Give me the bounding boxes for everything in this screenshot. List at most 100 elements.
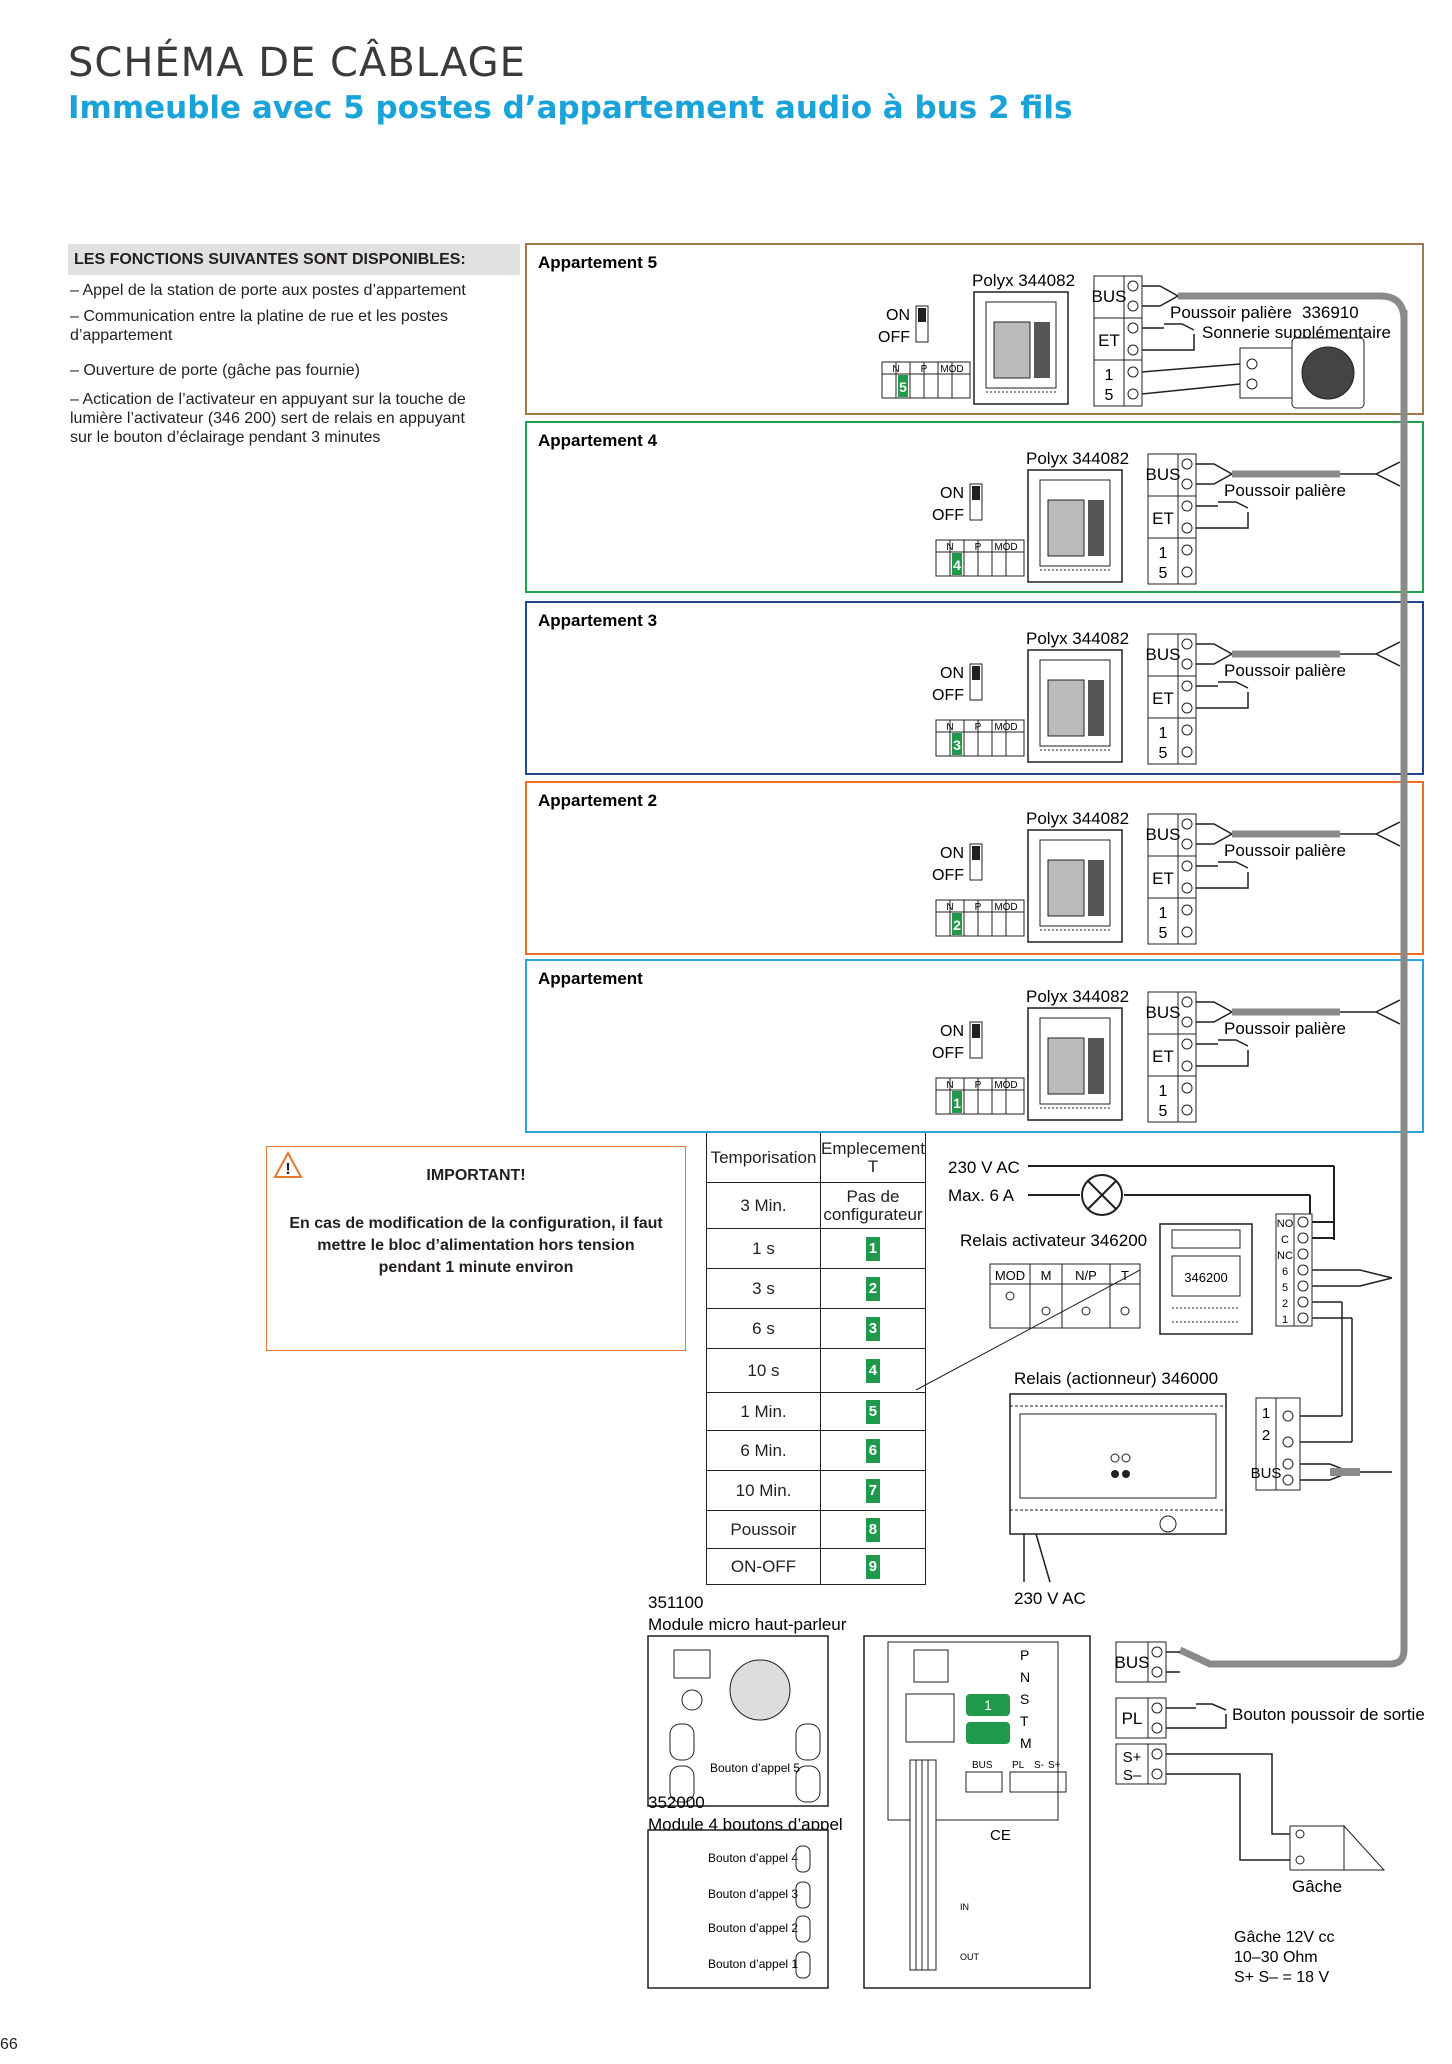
- lock-spec: 10–30 Ohm: [1234, 1949, 1318, 1966]
- feature-item: – Ouverture de porte (gâche pas fournie): [70, 362, 360, 379]
- switch-on: ON: [940, 665, 964, 682]
- cfg-t: T: [1121, 1268, 1129, 1283]
- call-button[interactable]: Bouton d’appel 2: [708, 1915, 811, 1943]
- device-label: Polyx 344082: [1026, 449, 1129, 468]
- table-row: 6 Min.6: [706, 1430, 926, 1471]
- actuator-supply: 230 V AC: [1014, 1589, 1086, 1608]
- extra-ref: 336910: [1302, 303, 1359, 322]
- device-label: Polyx 344082: [1026, 809, 1129, 828]
- apartment-title: Appartement: [538, 969, 643, 988]
- warning-mark: !: [285, 1161, 290, 1178]
- ps-letter: T: [1020, 1713, 1029, 1729]
- door-splus: S+: [1123, 1749, 1142, 1766]
- configurator-badge: 6: [865, 1438, 880, 1463]
- terminal-et: ET: [1152, 869, 1174, 888]
- ps-letter: S: [1020, 1691, 1029, 1707]
- switch-off: OFF: [932, 867, 964, 884]
- ps-sminus: S-: [1034, 1760, 1044, 1771]
- table-row: 1 Min.5: [706, 1392, 926, 1431]
- switch-on: ON: [940, 1023, 964, 1040]
- ps-in: IN: [960, 1902, 969, 1912]
- table-cell: 10 s: [706, 1348, 821, 1393]
- polyx-handset: [1027, 469, 1123, 583]
- terminal-5: 5: [1159, 925, 1168, 942]
- table-cell: Pas de configurateur: [820, 1182, 926, 1229]
- call-button-label: Bouton d’appel 1: [708, 1957, 798, 1971]
- chime-speaker-icon: [1301, 346, 1355, 400]
- call-button[interactable]: Bouton d’appel 3: [708, 1881, 811, 1909]
- terminal-bus: BUS: [1092, 287, 1127, 306]
- power-supply-module: [863, 1635, 1091, 1989]
- call-button[interactable]: Bouton d’appel 4: [708, 1845, 811, 1873]
- actuator-t2: 2: [1262, 1427, 1270, 1444]
- cfg-p: P: [975, 722, 982, 733]
- important-notice: ! IMPORTANT! En cas de modification de l…: [266, 1146, 686, 1351]
- relay-actuator-device: [1009, 1393, 1227, 1535]
- table-cell: 3: [820, 1308, 926, 1349]
- configurator-badge: 7: [865, 1478, 880, 1503]
- table-cell: 2: [820, 1268, 926, 1309]
- supply-label: 230 V AC: [948, 1158, 1020, 1177]
- ps-letter: M: [1020, 1735, 1032, 1751]
- lamp-icon: [1081, 1174, 1123, 1216]
- table-row: Poussoir 8: [706, 1510, 926, 1549]
- actuator-bus: BUS: [1251, 1465, 1282, 1482]
- table-cell: Poussoir: [706, 1510, 821, 1549]
- actuator-t1: 1: [1262, 1405, 1270, 1422]
- apartment-title: Appartement 3: [538, 611, 657, 630]
- cfg-n: N: [946, 1080, 953, 1091]
- apartment-title: Appartement 2: [538, 791, 657, 810]
- polyx-handset: [1027, 1007, 1123, 1121]
- terminal-bus: BUS: [1146, 1003, 1181, 1022]
- apartment-title: Appartement 5: [538, 253, 657, 272]
- configurator-badge: 3: [865, 1316, 880, 1341]
- buttons-ref: 352000: [648, 1793, 705, 1812]
- device-label: Polyx 344082: [972, 271, 1075, 290]
- feature-item: – Actication de l’activateur en appuyant…: [70, 391, 466, 446]
- cfg-n: N: [946, 542, 953, 553]
- lock-label: Gâche: [1292, 1877, 1342, 1896]
- relay-activator-terminals: NO C NC 6 5 2 1: [1275, 1213, 1313, 1327]
- term-5: 5: [1282, 1282, 1288, 1294]
- mic-ref: 351100: [648, 1593, 703, 1612]
- configurator-badge: 8: [865, 1517, 880, 1542]
- relay-actuator-terminals: 1 2 BUS: [1251, 1397, 1301, 1491]
- relay-activator-config: MOD M N/P T: [989, 1263, 1141, 1329]
- page-number: 66: [0, 2036, 18, 2053]
- table-cell: 3 s: [706, 1268, 821, 1309]
- lock-icon: [1289, 1824, 1386, 1871]
- call-button[interactable]: Bouton d’appel 1: [708, 1951, 811, 1979]
- switch-on: ON: [940, 485, 964, 502]
- term-nc: NC: [1277, 1250, 1293, 1262]
- term-2: 2: [1282, 1298, 1288, 1310]
- config-value: 2: [953, 917, 961, 933]
- term-6: 6: [1282, 1266, 1288, 1278]
- device-label: Polyx 344082: [1026, 629, 1129, 648]
- switch-on: ON: [886, 307, 910, 324]
- ps-pl: PL: [1012, 1760, 1025, 1771]
- warning-icon: !: [273, 1151, 303, 1178]
- ps-ce: CE: [990, 1827, 1011, 1844]
- feature-item: – Communication entre la platine de rue …: [70, 308, 448, 344]
- polyx-handset: [1027, 649, 1123, 763]
- cfg-n: N: [892, 364, 899, 375]
- table-cell: 8: [820, 1510, 926, 1549]
- polyx-handset: [1027, 829, 1123, 943]
- relay-activator-device: 346200: [1159, 1223, 1253, 1335]
- call-button-label: Bouton d’appel 3: [708, 1887, 798, 1901]
- config-value: 5: [899, 379, 907, 395]
- table-cell: 6: [820, 1430, 926, 1471]
- configurator-badge: 9: [865, 1554, 880, 1579]
- terminal-et: ET: [1152, 1047, 1174, 1066]
- terminal-1: 1: [1159, 1083, 1168, 1100]
- cfg-mod: MOD: [994, 902, 1017, 913]
- door-sminus: S–: [1123, 1767, 1142, 1784]
